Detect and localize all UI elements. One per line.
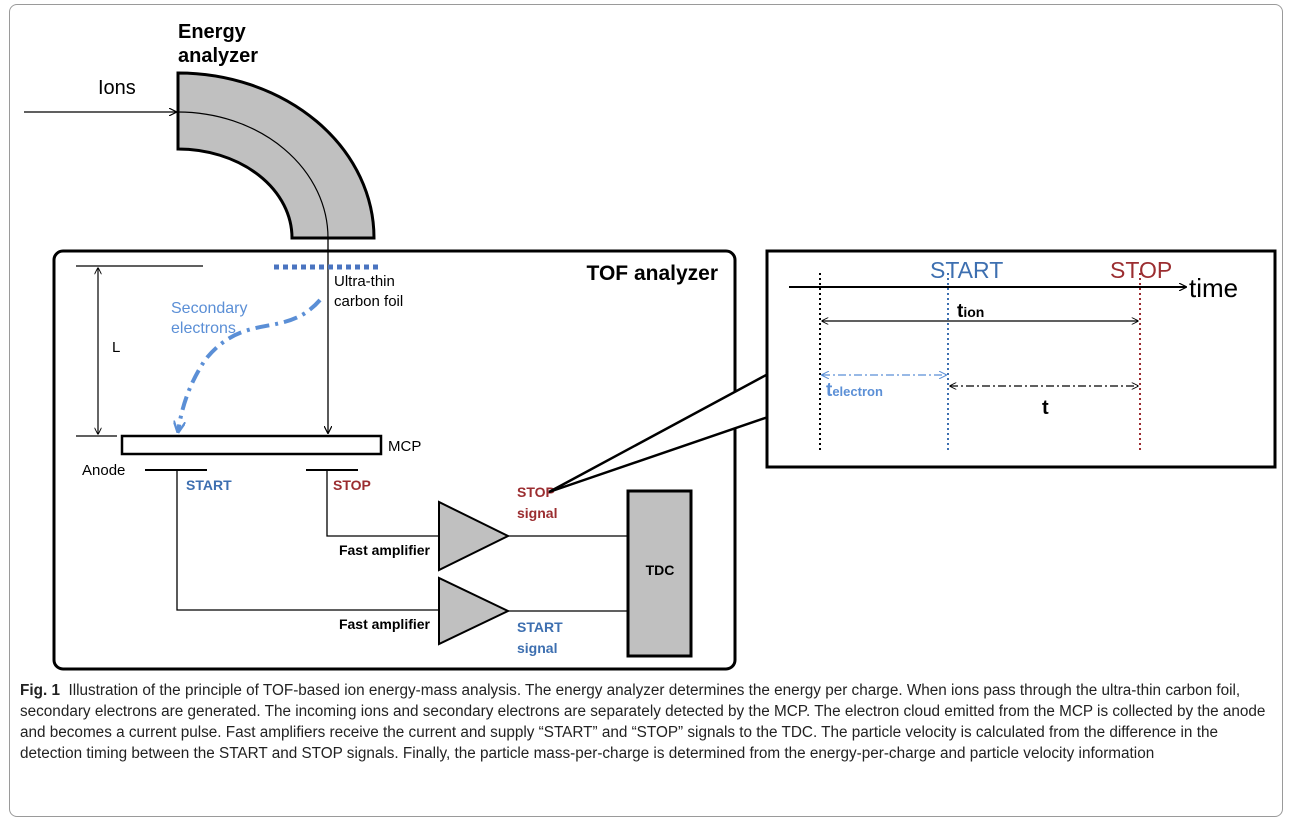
anode-stop-label: STOP (333, 477, 371, 493)
fast-amplifier-bottom-label: Fast amplifier (339, 616, 431, 632)
tof-analyzer-box (52, 249, 737, 671)
tdc-label: TDC (646, 562, 675, 578)
energy-analyzer (176, 71, 376, 240)
t-electron-label: telectron (826, 380, 883, 401)
ions-label: Ions (98, 77, 136, 99)
foil-label-1: Ultra-thin (334, 273, 395, 290)
secondary-electrons-label-1: Secondary (171, 300, 248, 317)
figure-frame (9, 4, 1283, 817)
tof-analyzer-label: TOF analyzer (587, 262, 719, 285)
secondary-electron-path (178, 298, 322, 432)
stop-signal-label-1: STOP (517, 484, 555, 500)
t-ion-label: tion (957, 301, 984, 322)
start-signal-label-2: signal (517, 640, 557, 656)
caption-text: Illustration of the principle of TOF-bas… (20, 682, 1266, 762)
figure-label: Fig. 1 (20, 682, 60, 699)
anode-label: Anode (82, 462, 125, 479)
energy-analyzer-label-2: analyzer (178, 45, 258, 67)
time-label: time (1189, 273, 1238, 303)
start-signal-label-1: START (517, 619, 563, 635)
figure-caption: Fig. 1 Illustration of the principle of … (20, 680, 1275, 764)
start-wire (176, 470, 439, 611)
stop-wire (326, 470, 439, 537)
fast-amplifier-top-label: Fast amplifier (339, 542, 431, 558)
timing-stop-label: STOP (1110, 257, 1172, 283)
fast-amplifier-bottom (438, 576, 511, 646)
timing-start-label: START (930, 257, 1003, 283)
mcp-label: MCP (388, 438, 421, 455)
secondary-electrons-label-2: electrons (171, 320, 236, 337)
t-label: t (1042, 397, 1049, 419)
energy-analyzer-label-1: Energy (178, 21, 247, 43)
fast-amplifier-top (438, 500, 511, 572)
tdc-box (626, 489, 693, 658)
ion-trajectory-curve (177, 111, 329, 239)
foil-label-2: carbon foil (334, 293, 403, 310)
mcp-plate (120, 434, 383, 456)
stop-signal-label-2: signal (517, 505, 557, 521)
length-label: L (112, 339, 120, 356)
anode-start-label: START (186, 477, 232, 493)
